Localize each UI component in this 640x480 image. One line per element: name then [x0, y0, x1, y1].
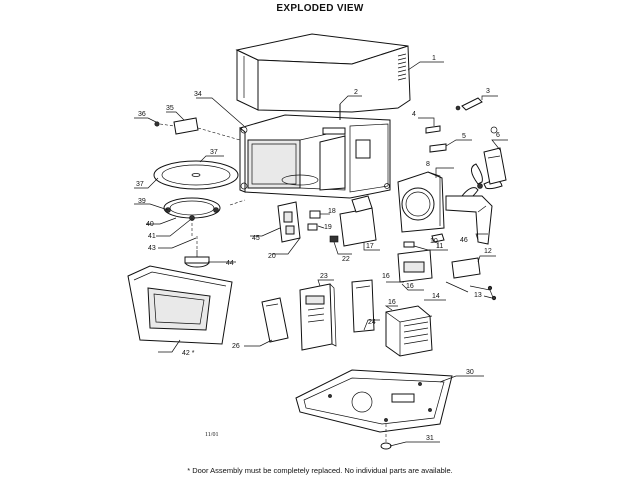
callout-43: 43 [148, 245, 156, 252]
callout-16-upper: 16 [406, 283, 414, 290]
magnetron-part [445, 257, 497, 301]
cover-plate-part [154, 117, 241, 141]
callout-13: 13 [474, 292, 482, 299]
door-assembly-part [127, 265, 233, 345]
air-guide-part [445, 195, 493, 245]
callout-37-left: 37 [136, 181, 144, 188]
oven-cavity-part [239, 104, 391, 199]
thermal-cutout-part [425, 97, 498, 153]
circuit-board-part [351, 279, 375, 333]
callout-31: 31 [426, 435, 434, 442]
footnote: * Door Assembly must be completely repla… [187, 466, 453, 475]
callout-45: 45 [252, 235, 260, 242]
callout-8: 8 [426, 161, 430, 168]
callout-41: 41 [148, 233, 156, 240]
callout-5: 5 [462, 133, 466, 140]
control-panel-part [299, 283, 337, 351]
fan-motor-housing-part [397, 171, 445, 233]
callout-24: 24 [368, 319, 376, 326]
callout-44: 44 [226, 260, 234, 267]
callout-22: 22 [342, 256, 350, 263]
callout-14: 14 [432, 293, 440, 300]
fan-motor-part [483, 147, 507, 185]
high-voltage-transformer-part [386, 249, 433, 283]
capacitor-bracket-part [339, 195, 377, 247]
callout-6: 6 [496, 132, 500, 139]
diagram-title: EXPLODED VIEW [276, 3, 364, 14]
date-code: 11/01 [205, 432, 219, 438]
callout-30: 30 [466, 369, 474, 376]
callout-42: 42 * [182, 350, 195, 357]
callout-46: 46 [460, 237, 468, 244]
callout-18: 18 [328, 208, 336, 215]
outer-cabinet-part [235, 33, 411, 113]
callout-26: 26 [232, 343, 240, 350]
callout-12: 12 [484, 248, 492, 255]
callout-16-left: 16 [382, 273, 390, 280]
turntable-tray-part [153, 160, 239, 190]
callouts: 1 2 3 4 5 6 8 10 11 12 13 14 16 [134, 55, 508, 447]
callout-1: 1 [432, 55, 436, 62]
callout-36: 36 [138, 111, 146, 118]
magnetron-body-part [385, 305, 433, 357]
callout-37-top: 37 [210, 149, 218, 156]
callout-3: 3 [486, 88, 490, 95]
base-plate-part [295, 369, 453, 433]
turntable-motor-part [184, 236, 210, 268]
callout-35: 35 [166, 105, 174, 112]
callout-19: 19 [324, 224, 332, 231]
fastener-part [403, 233, 445, 248]
callout-39: 39 [138, 198, 146, 205]
callout-20: 20 [268, 253, 276, 260]
callout-34: 34 [194, 91, 202, 98]
callout-23: 23 [320, 273, 328, 280]
callout-11: 11 [436, 243, 443, 250]
callout-16-middle: 16 [388, 299, 396, 306]
roller-ring-part [163, 197, 246, 236]
callout-4: 4 [412, 111, 416, 118]
callout-2: 2 [354, 89, 358, 96]
callout-40: 40 [146, 221, 154, 228]
switch-bracket-part [277, 201, 301, 243]
callout-17: 17 [366, 243, 374, 250]
choke-cover-part [261, 297, 289, 343]
interlock-switch-part [307, 210, 339, 243]
callout-10: 10 [430, 238, 438, 245]
